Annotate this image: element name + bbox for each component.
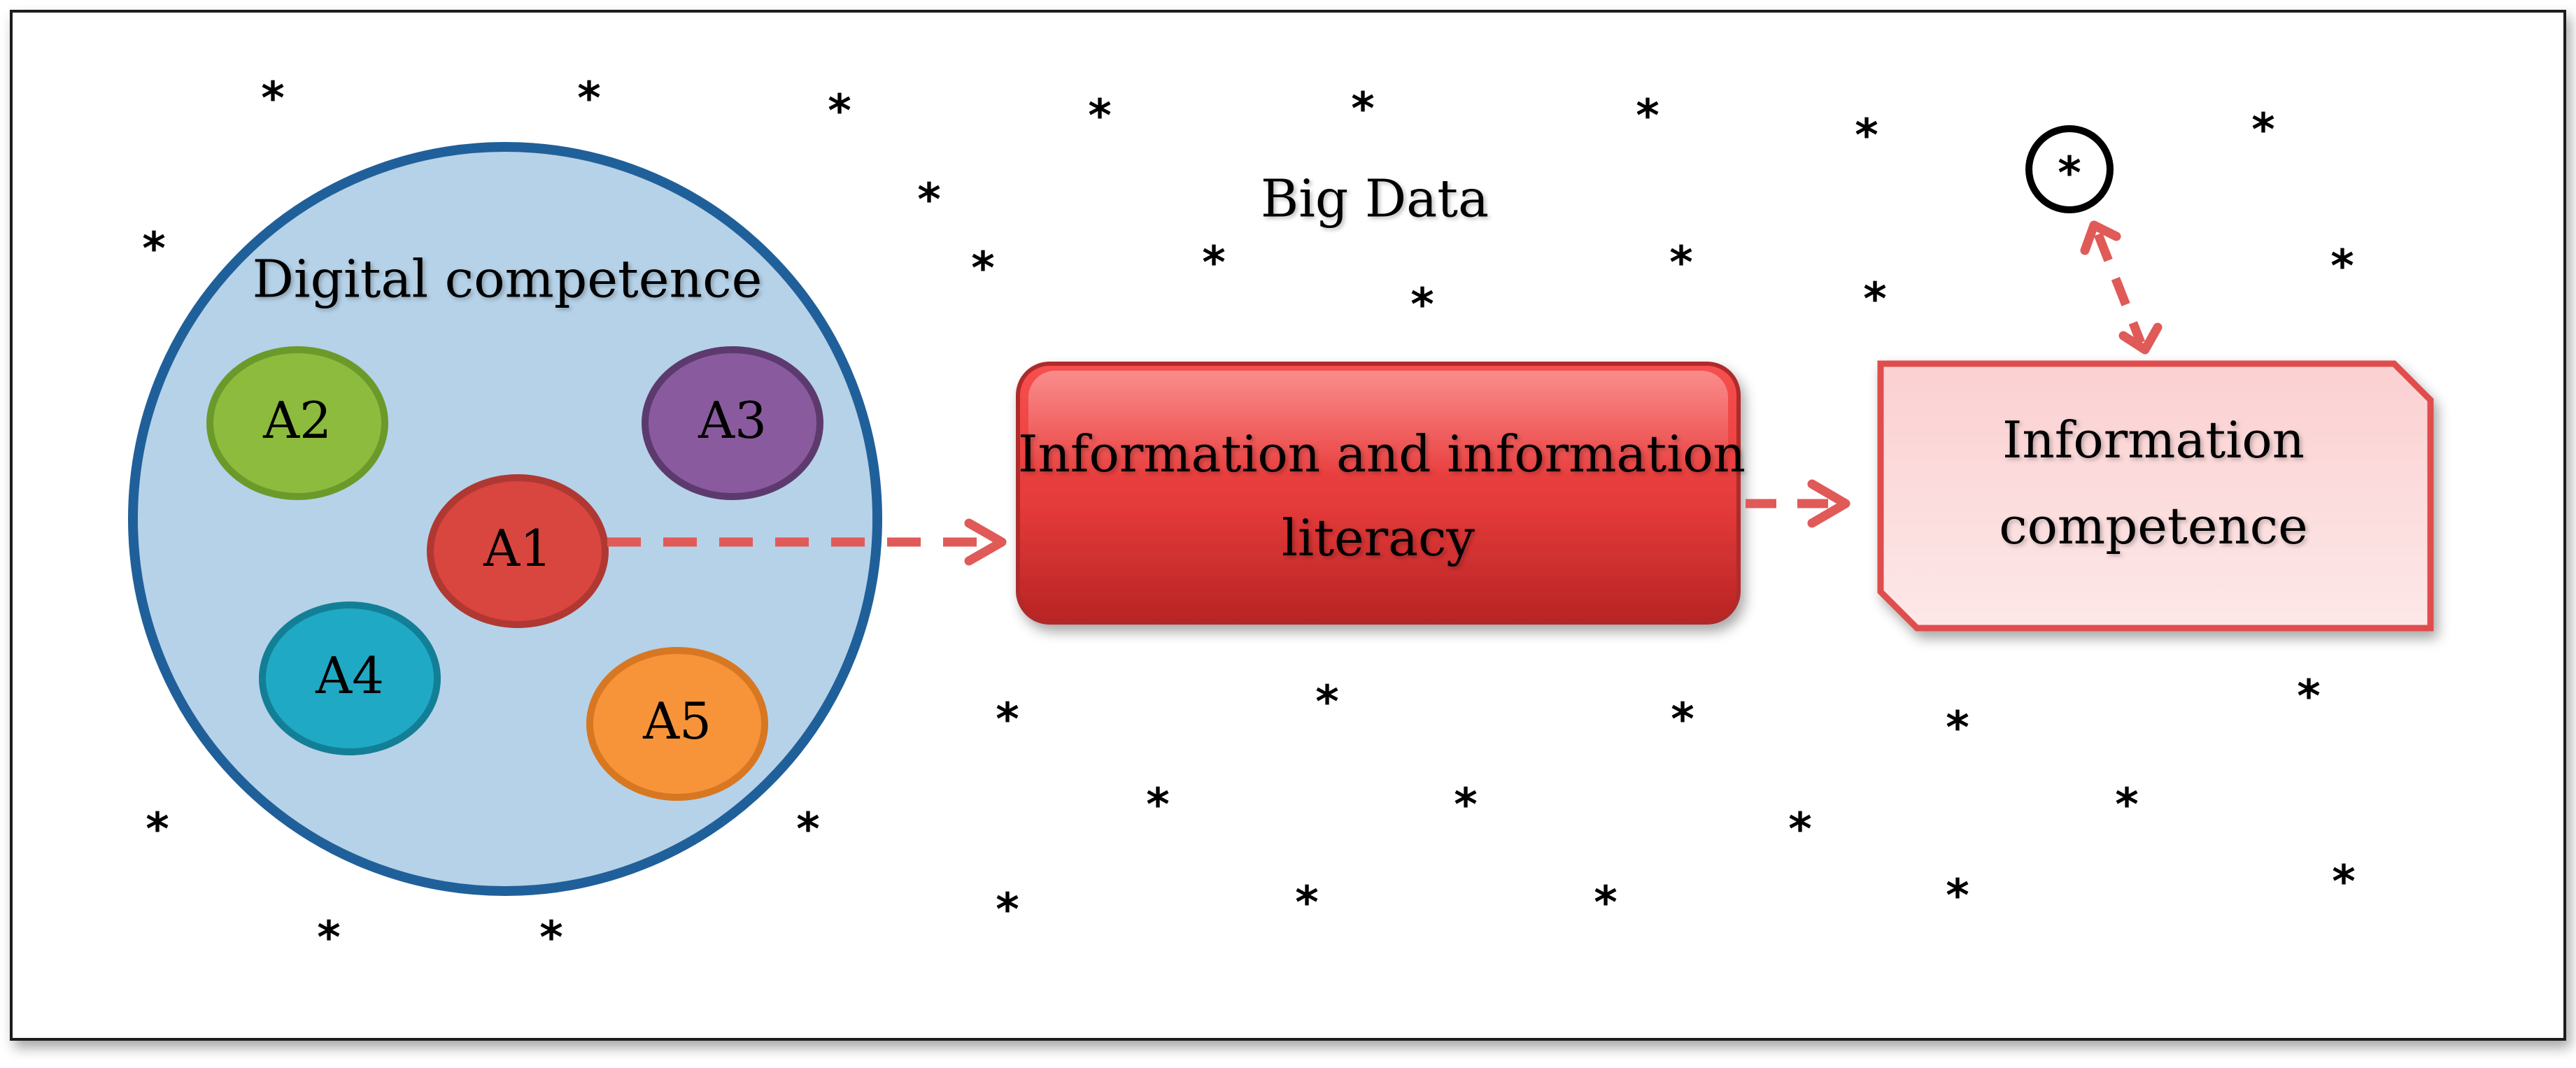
data-point-asterisk: * <box>577 73 600 125</box>
area-a4: A4 <box>259 601 441 755</box>
data-point-asterisk: * <box>2251 105 2274 157</box>
data-point-asterisk: * <box>1594 878 1617 930</box>
data-point-asterisk: * <box>1946 703 1969 755</box>
data-point-asterisk: * <box>917 175 940 227</box>
data-point-asterisk: * <box>1863 274 1886 326</box>
data-point-asterisk: * <box>317 913 340 964</box>
selected-data-point-symbol: * <box>2058 148 2081 200</box>
area-a1: A1 <box>427 474 609 628</box>
information-competence-line1: Information <box>2002 411 2305 469</box>
data-point-asterisk: * <box>1669 238 1692 290</box>
data-point-asterisk: * <box>2330 241 2354 293</box>
digital-competence-label: Digital competence <box>253 249 763 309</box>
data-point-asterisk: * <box>1671 695 1694 746</box>
data-point-asterisk: * <box>1202 238 1225 290</box>
data-point-asterisk: * <box>1410 280 1434 332</box>
data-point-asterisk: * <box>1315 677 1338 729</box>
area-a5: A5 <box>586 647 768 801</box>
arrow-a1-to-literacy <box>607 518 1007 566</box>
data-point-asterisk: * <box>1295 878 1318 930</box>
arrow-literacy-to-competence <box>1746 479 1850 528</box>
data-point-asterisk: * <box>142 224 165 276</box>
data-point-asterisk: * <box>1788 804 1811 856</box>
data-points: * * * * * * * * * * * * * * * * * * * * * * * * * * * * * * * * * * <box>142 73 2355 964</box>
area-a1-label: A1 <box>483 519 552 578</box>
data-point-asterisk: * <box>828 86 851 138</box>
data-point-asterisk: * <box>261 73 284 125</box>
big-data-title: Big Data <box>1261 169 1489 229</box>
data-point-asterisk: * <box>1946 871 1969 923</box>
selected-data-point: * <box>2025 125 2114 213</box>
information-literacy-line1: Information and information <box>1018 425 1746 483</box>
area-a3: A3 <box>642 346 823 500</box>
area-a3-label: A3 <box>698 391 767 450</box>
data-point-asterisk: * <box>996 695 1019 746</box>
data-point-asterisk: * <box>2115 780 2138 832</box>
data-point-asterisk: * <box>996 885 1019 937</box>
information-competence-box <box>1877 360 2434 632</box>
arrow-competence-to-selected-point <box>2080 220 2163 355</box>
data-point-asterisk: * <box>1855 111 1878 162</box>
information-literacy-line2: literacy <box>1282 508 1475 567</box>
data-point-asterisk: * <box>2297 671 2320 723</box>
area-a2-label: A2 <box>262 391 332 450</box>
information-literacy-box <box>1016 362 1741 625</box>
data-point-asterisk: * <box>1636 91 1659 143</box>
area-a4-label: A4 <box>315 646 384 705</box>
data-point-asterisk: * <box>539 913 562 964</box>
data-point-asterisk: * <box>1454 780 1477 832</box>
data-point-asterisk: * <box>1351 84 1374 136</box>
area-a2: A2 <box>206 346 388 500</box>
data-point-asterisk: * <box>971 243 994 295</box>
area-a5-label: A5 <box>642 692 712 750</box>
data-point-asterisk: * <box>1088 91 1111 143</box>
data-point-asterisk: * <box>1146 780 1169 832</box>
data-point-asterisk: * <box>796 804 819 856</box>
information-competence-line2: competence <box>1999 497 2308 555</box>
data-point-asterisk: * <box>146 804 169 856</box>
data-point-asterisk: * <box>2332 857 2355 909</box>
